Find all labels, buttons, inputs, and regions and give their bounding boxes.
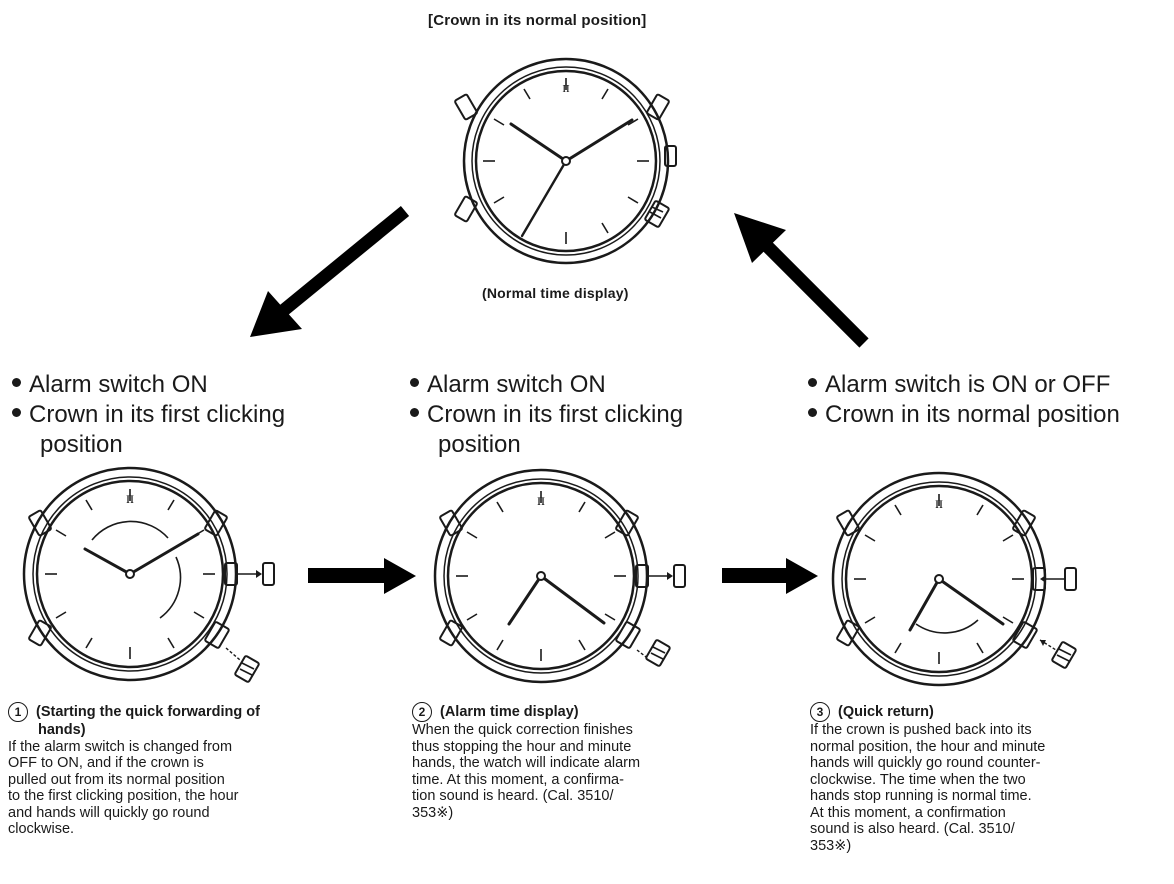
- state-1-line: clockwise.: [8, 821, 75, 837]
- state-3-line: At this moment, a confirmation: [810, 804, 1006, 821]
- state-1-bullet-2: Crown in its first clicking: [29, 401, 286, 428]
- state-1-title: (Starting the quick forwarding of: [36, 704, 260, 720]
- state-3-line: clockwise. The time when the two: [810, 771, 1026, 788]
- step-number-2: 2: [412, 702, 432, 722]
- top-watch: [454, 57, 677, 265]
- bullet-dot: [808, 408, 817, 418]
- arrow-up-left: [734, 213, 869, 348]
- state-2-line: When the quick correction finishes: [412, 722, 633, 738]
- state-2-bullet-2-cont: position: [438, 431, 521, 458]
- state-3-bullet-2: Crown in its normal position: [825, 401, 1120, 428]
- state-1-bullet-2-cont: position: [40, 431, 123, 458]
- state-3-line: If the crown is pushed back into its: [810, 722, 1032, 738]
- bullet-dot: [410, 378, 419, 388]
- watch-1: [22, 466, 275, 683]
- arrow-down-left: [250, 205, 410, 337]
- state-1-line: pulled out from its normal position: [8, 771, 225, 788]
- watch-3-dial-numeral: II: [935, 497, 943, 511]
- watch-2-dial-numeral: II: [537, 494, 545, 508]
- bullet-dot: [12, 378, 21, 388]
- state-2-line: thus stopping the hour and minute: [412, 738, 632, 755]
- top-caption: [Crown in its normal position]: [428, 12, 647, 29]
- top-subcaption: (Normal time display): [482, 285, 629, 301]
- state-2-bullet-1: Alarm switch ON: [427, 371, 606, 398]
- state-1-line: and hands will quickly go round: [8, 804, 210, 821]
- state-1-line: to the first clicking position, the hour: [8, 788, 239, 804]
- step-number-3: 3: [810, 702, 830, 722]
- state-3-description: 3 (Quick return) If the crown is pushed b…: [810, 702, 1160, 854]
- state-3-bullet-1: Alarm switch is ON or OFF: [825, 371, 1111, 398]
- state-2-title: (Alarm time display): [440, 704, 579, 720]
- state-2-description: 2 (Alarm time display) When the quick cor…: [412, 702, 757, 821]
- state-3-line: 353※): [810, 837, 852, 854]
- state-2-bullet-2: Crown in its first clicking: [427, 401, 684, 428]
- arrow-right-1: [308, 558, 416, 594]
- watch-1-dial-numeral: II: [126, 492, 134, 506]
- state-1-bullet-1: Alarm switch ON: [29, 371, 208, 398]
- state-2-line: 353※): [412, 804, 454, 821]
- bullet-dot: [410, 408, 419, 418]
- state-1-bullets: Alarm switch ON Crown in its first click…: [12, 370, 285, 460]
- state-1-line: OFF to ON, and if the crown is: [8, 755, 204, 771]
- bullet-dot: [12, 408, 21, 418]
- state-3-line: hands stop running is normal time.: [810, 788, 1032, 804]
- bullet-dot: [808, 378, 817, 388]
- state-2-bullets: Alarm switch ON Crown in its first click…: [410, 370, 683, 460]
- state-3-line: hands will quickly go round counter-: [810, 755, 1041, 771]
- step-number-1: 1: [8, 702, 28, 722]
- arrow-right-2: [722, 558, 818, 594]
- state-1-line: If the alarm switch is changed from: [8, 738, 233, 755]
- state-3-line: normal position, the hour and minute: [810, 738, 1046, 755]
- state-3-title: (Quick return): [838, 704, 934, 720]
- state-1-title-cont: hands): [38, 722, 86, 738]
- state-3-line: sound is also heard. (Cal. 3510/: [810, 821, 1015, 837]
- state-1-description: 1 (Starting the quick forwarding of hands…: [8, 702, 353, 838]
- watch-3: [831, 471, 1077, 687]
- state-2-line: hands, the watch will indicate alarm: [412, 755, 641, 771]
- watch-2: [433, 468, 686, 684]
- state-3-bullets: Alarm switch is ON or OFF Crown in its n…: [808, 370, 1120, 430]
- top-dial-numeral: II: [562, 83, 570, 95]
- state-2-line: time. At this moment, a confirma-: [412, 771, 624, 788]
- state-2-line: tion sound is heard. (Cal. 3510/: [412, 788, 614, 804]
